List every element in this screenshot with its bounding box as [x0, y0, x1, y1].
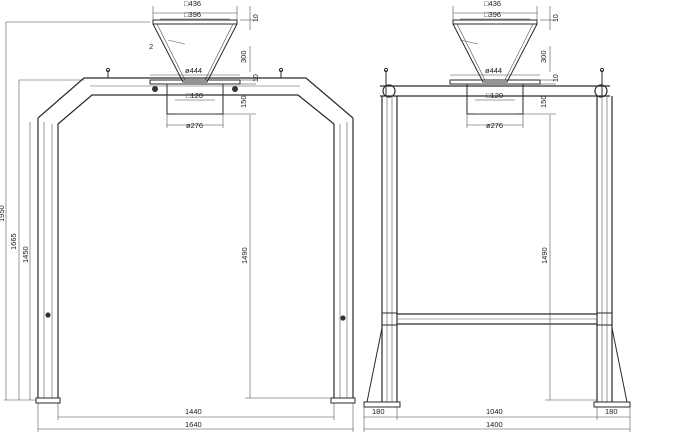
side-outlet-dia-label: ø444	[485, 66, 502, 75]
side-flange-dia-label: ø276	[486, 121, 503, 130]
front-top-beam	[37, 67, 354, 125]
front-inner-square-label: □396	[184, 10, 201, 19]
side-bottom-square-label: □120	[486, 91, 503, 100]
side-left-post	[363, 96, 401, 408]
side-inner-height-label: 1490	[540, 247, 549, 264]
front-thickness-label: 2	[149, 42, 153, 51]
side-dims	[363, 6, 631, 432]
side-hopper-height-label: 300	[539, 50, 548, 63]
front-overall-width-label: 1640	[185, 420, 202, 429]
front-inner-height-label: 1490	[240, 247, 249, 264]
front-hopper	[149, 19, 241, 115]
front-flange-height-label: 150	[239, 95, 248, 108]
front-inner-width-label: 1440	[185, 407, 202, 416]
front-horizontal-dims	[37, 6, 354, 432]
front-column-height-label: 1665	[9, 233, 18, 250]
front-left-leg	[35, 118, 61, 404]
front-flange-dia-label: ø276	[186, 121, 203, 130]
front-outlet-dia-label: ø444	[185, 66, 202, 75]
side-crossbar	[397, 313, 597, 325]
side-mid-gap-label: 10	[553, 74, 560, 82]
side-left-foot-label: 180	[372, 407, 385, 416]
side-top-square-label: □436	[484, 0, 501, 8]
front-mid-gap-label: 10	[253, 74, 260, 82]
front-vertical-dims	[4, 6, 331, 401]
side-middle-width-label: 1040	[486, 407, 503, 416]
side-flange-height-label: 150	[539, 95, 548, 108]
front-overall-height-label: 1950	[0, 205, 6, 222]
side-top-gap-label: 10	[553, 14, 560, 22]
front-top-gap-label: 10	[253, 14, 260, 22]
side-right-post	[593, 96, 631, 408]
side-overall-width-label: 1400	[486, 420, 503, 429]
side-view: □436 □396 ø444 □120 ø276 300 10 10 150 1…	[363, 0, 631, 432]
side-right-foot-label: 180	[605, 407, 618, 416]
front-bottom-square-label: □120	[186, 91, 203, 100]
side-inner-square-label: □396	[484, 10, 501, 19]
front-view: □436 □396 ø444 □120 ø276 2 300 10 10 150…	[0, 0, 356, 432]
side-hopper	[449, 19, 541, 115]
side-top-rail	[380, 67, 610, 98]
front-hopper-height-label: 300	[239, 50, 248, 63]
front-leg-height-label: 1450	[21, 246, 30, 263]
front-right-leg	[330, 118, 356, 404]
front-top-square-label: □436	[184, 0, 201, 8]
